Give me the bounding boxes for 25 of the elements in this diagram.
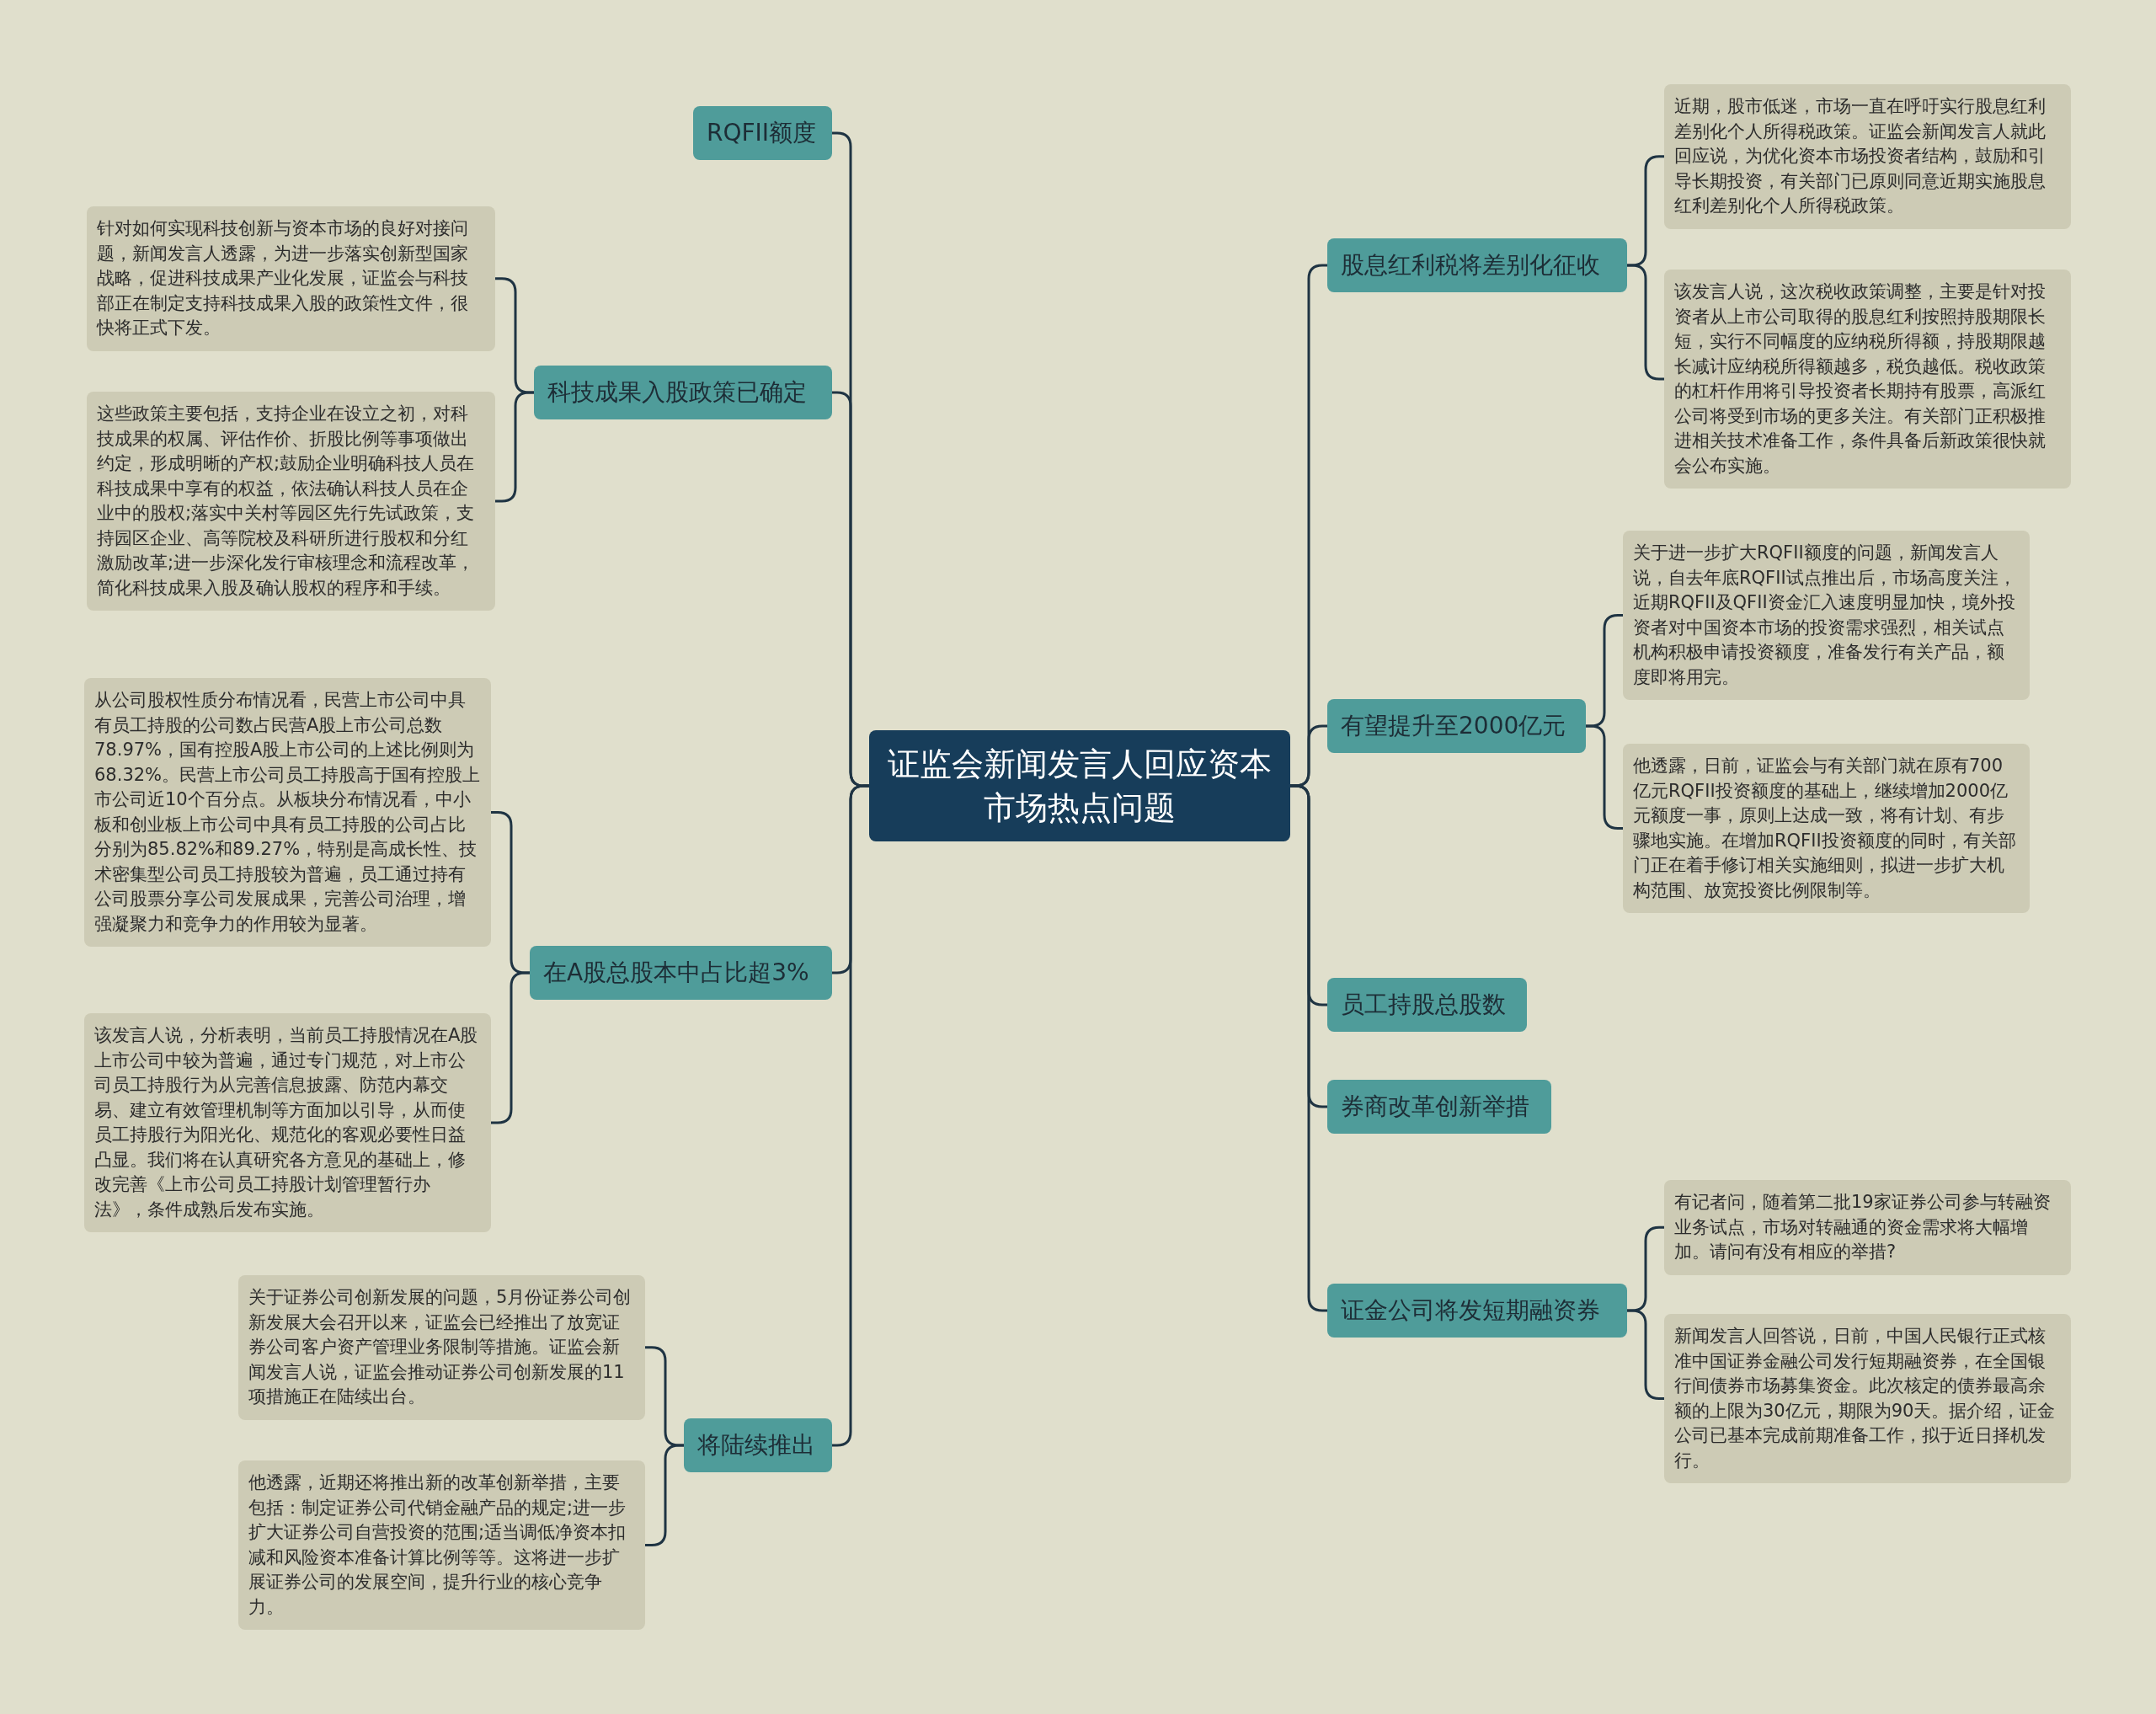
note-box: 他透露，近期还将推出新的改革创新举措，主要包括：制定证券公司代销金融产品的规定;进一步扩大证券公司自营投资的范围;适当调低净资本扣减和风险资本准备计算比例等等。这将进一步扩展证券公司的发展空间，提升行业的核心竞争力。 [238,1460,645,1630]
connector-line [495,391,534,503]
topic-box: 员工持股总股数 [1327,978,1527,1032]
topic-box: 将陆续推出 [684,1418,832,1472]
note-box: 针对如何实现科技创新与资本市场的良好对接问题，新闻发言人透露，为进一步落实创新型国家战略，促进科技成果产业化发展，证监会与科技部正在制定支持科技成果入股的政策性文件，很快将正式下发。 [87,206,495,351]
note-box: 这些政策主要包括，支持企业在设立之初，对科技成果的权属、评估作价、折股比例等事项做出约定，形成明晰的产权;鼓励企业明确科技人员在科技成果中享有的权益，依法确认科技人员在企业中的股权;落实中关村等园区先行先试政策，支持园区企业、高等院校及科研所进行股权和分红激励改革;进一步深化发行审核理念和流程改革，简化科技成果入股及确认股权的程序和手续。 [87,392,495,611]
topic-box: 证金公司将发短期融资券 [1327,1284,1627,1338]
connector-line [491,971,530,1124]
note-box: 关于进一步扩大RQFII额度的问题，新闻发言人说，自去年底RQFII试点推出后，市场高度关注，近期RQFII及QFII资金汇入速度明显加快，境外投资者对中国资本市场的投资需求强烈，相关试点机构积极申请投资额度，准备发行有关产品，额度即将用完。 [1623,531,2030,700]
topic-box: 在A股总股本中占比超3% [530,946,832,1000]
note-box: 该发言人说，分析表明，当前员工持股情况在A股上市公司中较为普遍，通过专门规范，对上市公司员工持股行为从完善信息披露、防范内幕交易、建立有效管理机制等方面加以引导，从而使员工持股行为阳光化、规范化的客观必要性日益凸显。我们将在认真研究各方意见的基础上，修改完善《上市公司员工持股计划管理暂行办法》，条件成熟后发布实施。 [84,1013,491,1232]
note-box: 该发言人说，这次税收政策调整，主要是针对投资者从上市公司取得的股息红利按照持股期限长短，实行不同幅度的应纳税所得额，持股期限越长减计应纳税所得额越多，税负越低。税收政策的杠杆作用将引导投资者长期持有股票，高派红公司将受到市场的更多关注。有关部门正积极推进相关技术准备工作，条件具备后新政策很快就会公布实施。 [1664,270,2071,489]
topic-box: 有望提升至2000亿元 [1327,699,1586,753]
note-box: 新闻发言人回答说，日前，中国人民银行正式核准中国证券金融公司发行短期融资券，在全国银行间债券市场募集资金。此次核定的债券最高余额的上限为30亿元，期限为90天。据介绍，证金公司已基本完成前期准备工作，拟于近日择机发行。 [1664,1314,2071,1483]
note-box: 他透露，日前，证监会与有关部门就在原有700亿元RQFII投资额度的基础上，继续增加2000亿元额度一事，原则上达成一致，将有计划、有步骤地实施。在增加RQFII投资额度的同时，有关部门正在着手修订相关实施细则，拟进一步扩大机构范围、放宽投资比例限制等。 [1623,744,2030,913]
connector-line [645,1444,684,1546]
note-box: 从公司股权性质分布情况看，民营上市公司中具有员工持股的公司数占民营A股上市公司总数78.97%，国有控股A股上市公司的上述比例则为68.32%。民营上市公司员工持股高于国有控股上市公司近10个百分点。从板块分布情况看，中小板和创业板上市公司中具有员工持股的公司占比分别为85.82%和89.27%，特别是高成长性、技术密集型公司员工持股较为普遍，员工通过持有公司股票分享公司发展成果，完善公司治理，增强凝聚力和竞争力的作用较为显著。 [84,678,491,947]
topic-box: RQFII额度 [693,106,832,160]
topic-box: 券商改革创新举措 [1327,1080,1551,1134]
topic-box: 股息红利税将差别化征收 [1327,238,1627,292]
note-box: 关于证券公司创新发展的问题，5月份证券公司创新发展大会召开以来，证监会已经推出了放宽证券公司客户资产管理业务限制等措施。证监会新闻发言人说，证监会推动证券公司创新发展的11项措施正在陆续出台。 [238,1275,645,1420]
central-topic-box: 证监会新闻发言人回应资本市场热点问题 [869,730,1290,841]
note-box: 近期，股市低迷，市场一直在呼吁实行股息红利差别化个人所得税政策。证监会新闻发言人就此回应说，为优化资本市场投资者结构，鼓励和引导长期投资，有关部门已原则同意近期实施股息红利差别化个人所得税政策。 [1664,84,2071,229]
note-box: 有记者问，随着第二批19家证券公司参与转融资业务试点，市场对转融通的资金需求将大幅增加。请问有没有相应的举措? [1664,1180,2071,1275]
topic-box: 科技成果入股政策已确定 [534,366,832,419]
